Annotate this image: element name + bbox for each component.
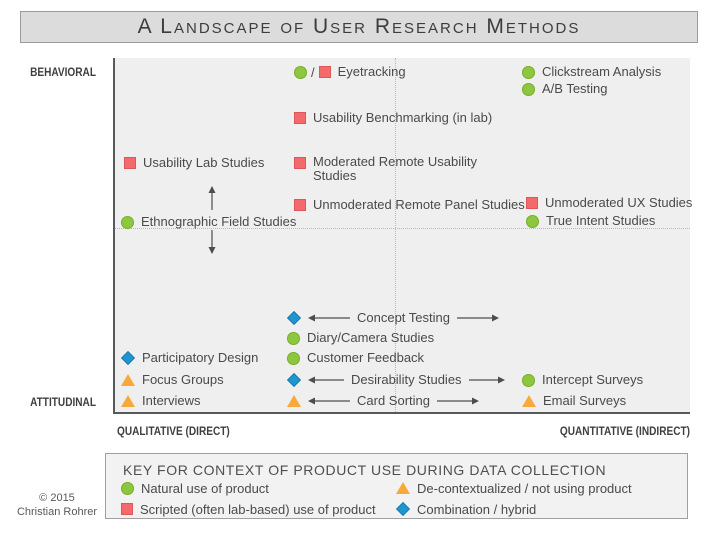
horizontal-midline (115, 228, 690, 229)
copyright: © 2015 Christian Rohrer (8, 491, 106, 519)
left-arrow-icon (308, 397, 350, 405)
method-interviews: Interviews (121, 393, 201, 409)
natural-marker-icon (287, 331, 300, 345)
method-moderated-remote-usability: Moderated Remote Usability Studies (294, 155, 503, 183)
legend-item-scripted: Scripted (often lab-based) use of produc… (121, 501, 376, 517)
scripted-marker-icon (121, 503, 133, 515)
legend-title: KEY FOR CONTEXT OF PRODUCT USE DURING DA… (123, 462, 607, 478)
natural-marker-icon (287, 351, 300, 365)
natural-marker-icon (121, 215, 134, 229)
natural-marker-icon (522, 82, 535, 96)
method-clickstream-analysis: Clickstream Analysis (522, 64, 661, 80)
natural-marker-icon (294, 65, 307, 79)
method-true-intent-studies: True Intent Studies (526, 213, 655, 229)
method-desirability-studies: Desirability Studies (286, 372, 505, 388)
axis-label-quantitative: QUANTITATIVE (INDIRECT) (559, 424, 690, 438)
natural-marker-icon (526, 214, 539, 228)
method-unmoderated-ux-studies: Unmoderated UX Studies (526, 195, 692, 211)
decontextualized-marker-icon (396, 482, 410, 494)
method-intercept-surveys: Intercept Surveys (522, 372, 643, 388)
legend-box: KEY FOR CONTEXT OF PRODUCT USE DURING DA… (105, 453, 688, 519)
method-concept-testing: Concept Testing (286, 310, 499, 326)
natural-marker-icon (121, 481, 134, 495)
axis-label-qualitative: QUALITATIVE (DIRECT) (117, 424, 230, 438)
vertical-midline (395, 58, 396, 412)
right-arrow-icon (468, 376, 505, 384)
decontextualized-marker-icon (287, 395, 301, 407)
method-diary-camera-studies: Diary/Camera Studies (287, 330, 434, 346)
scripted-marker-icon (294, 112, 306, 124)
scripted-marker-icon (294, 199, 306, 211)
natural-marker-icon (522, 65, 535, 79)
natural-marker-icon (522, 373, 535, 387)
title-bar: A Landscape of User Research Methods (20, 11, 698, 43)
method-usability-benchmarking: Usability Benchmarking (in lab) (294, 110, 492, 126)
method-ab-testing: A/B Testing (522, 81, 608, 97)
right-arrow-icon (436, 397, 479, 405)
method-customer-feedback: Customer Feedback (287, 350, 424, 366)
axis-label-attitudinal: ATTITUDINAL (30, 395, 96, 409)
decontextualized-marker-icon (121, 395, 135, 407)
vertical-range-arrow-icon (208, 186, 216, 254)
right-arrow-icon (457, 314, 499, 322)
scripted-marker-icon (124, 157, 136, 169)
hybrid-marker-icon (120, 350, 136, 366)
scripted-marker-icon (526, 197, 538, 209)
hybrid-marker-icon (395, 501, 411, 517)
scripted-marker-icon (318, 66, 331, 78)
axis-label-behavioral: BEHAVIORAL (30, 65, 97, 79)
quadrant-plot-area (113, 58, 690, 414)
method-eyetracking: / Eyetracking (294, 64, 406, 80)
decontextualized-marker-icon (522, 395, 536, 407)
legend-item-natural: Natural use of product (121, 480, 269, 496)
method-card-sorting: Card Sorting (287, 393, 479, 409)
decontextualized-marker-icon (121, 374, 135, 386)
hybrid-marker-icon (286, 310, 302, 326)
page-title: A Landscape of User Research Methods (137, 15, 581, 38)
legend-item-hybrid: Combination / hybrid (395, 501, 536, 517)
method-focus-groups: Focus Groups (121, 372, 224, 388)
hybrid-marker-icon (286, 372, 302, 388)
marker-separator: / (311, 64, 315, 80)
copyright-author: Christian Rohrer (16, 506, 98, 518)
left-arrow-icon (308, 314, 350, 322)
scripted-marker-icon (294, 157, 306, 169)
method-unmoderated-remote-panel: Unmoderated Remote Panel Studies (294, 197, 525, 213)
method-participatory-design: Participatory Design (120, 350, 258, 366)
method-ethnographic-field-studies: Ethnographic Field Studies (121, 214, 296, 230)
copyright-year: © 2015 (39, 492, 75, 504)
method-usability-lab-studies: Usability Lab Studies (124, 155, 264, 171)
legend-item-decontextualized: De-contextualized / not using product (396, 480, 632, 496)
left-arrow-icon (308, 376, 344, 384)
method-email-surveys: Email Surveys (522, 393, 626, 409)
